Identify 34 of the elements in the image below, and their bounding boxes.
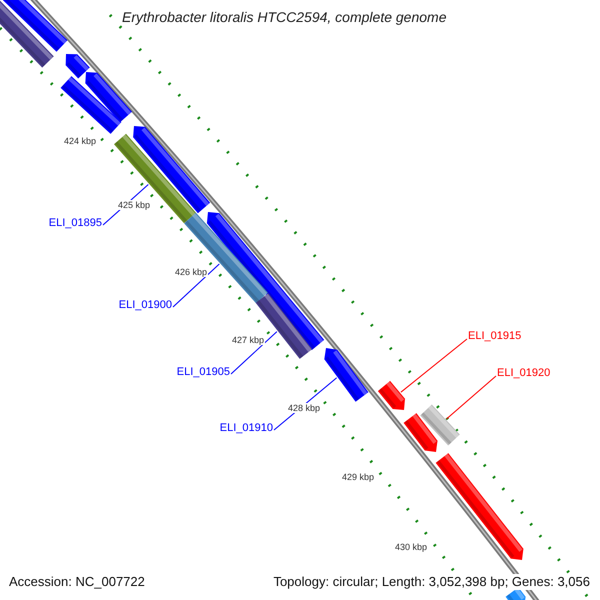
gene-label: ELI_01915 — [468, 330, 522, 342]
position-label: 430 kbp — [394, 542, 428, 552]
position-label: 429 kbp — [340, 472, 376, 482]
leader-line — [446, 376, 496, 420]
gene-feature — [436, 453, 524, 560]
gene-feature — [506, 587, 526, 600]
gene-feature — [378, 380, 405, 410]
gene-label: ELI_01905 — [176, 366, 230, 378]
gene-feature — [2, 0, 68, 52]
position-label: 428 kbp — [286, 403, 322, 413]
gene-feature — [114, 134, 196, 224]
position-label: 427 kbp — [230, 335, 266, 345]
leader-line — [172, 264, 220, 308]
gene-feature — [60, 76, 122, 134]
gene-label: ELI_01910 — [220, 422, 273, 434]
gene-feature — [404, 413, 438, 452]
gene-feature — [206, 212, 324, 350]
gene-label: ELI_01895 — [48, 217, 102, 229]
gene-feature — [324, 348, 368, 402]
gene-label: ELI_01900 — [118, 299, 172, 311]
position-label: 424 kbp — [62, 136, 98, 146]
gene-feature — [85, 72, 132, 122]
gene-feature — [0, 0, 54, 68]
position-label: 426 kbp — [174, 267, 208, 277]
leader-line — [230, 331, 278, 374]
genome-info: Accession: NC_007722 — [9, 574, 145, 590]
position-label: 425 kbp — [116, 200, 152, 210]
map-title: Erythrobacter litoralis HTCC2594, complete genome — [122, 8, 446, 26]
genome-info: Topology: circular; Length: 3,052,398 bp; Genes: 3,056 — [273, 574, 590, 590]
gene-label: ELI_01920 — [497, 367, 550, 379]
gene-feature — [133, 126, 210, 214]
gene-feature — [420, 404, 460, 446]
leader-line — [400, 338, 468, 393]
gene-feature — [66, 54, 90, 78]
